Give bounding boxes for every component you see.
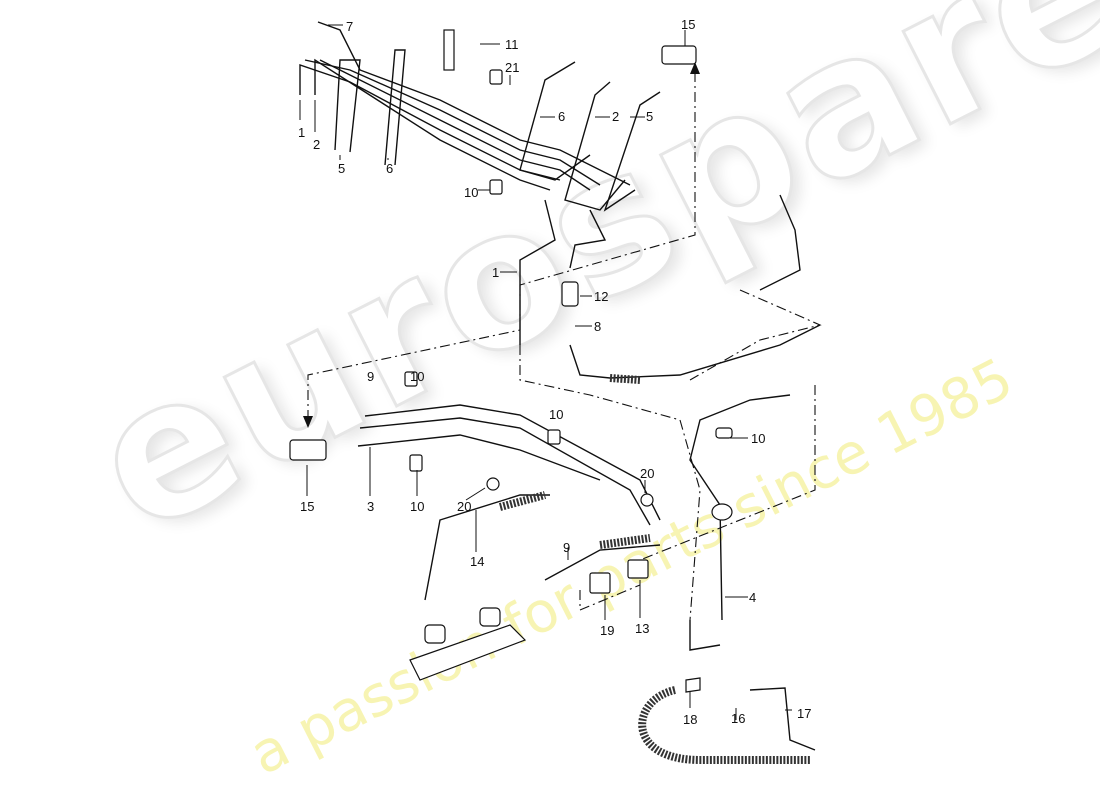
- callout-4[interactable]: 4: [749, 590, 757, 605]
- grommet-4: [711, 503, 733, 521]
- distributor-15-top: [661, 45, 697, 65]
- callout-17[interactable]: 17: [797, 706, 812, 721]
- callout-20[interactable]: 20: [457, 499, 472, 514]
- pipe-loops-right: [519, 61, 661, 345]
- callout-15[interactable]: 15: [300, 499, 315, 514]
- callout-6[interactable]: 6: [558, 109, 566, 124]
- callout-8[interactable]: 8: [594, 319, 602, 334]
- clip-10b: [404, 371, 418, 387]
- callout-18[interactable]: 18: [683, 712, 698, 727]
- parts: [289, 29, 816, 751]
- callout-1[interactable]: 1: [298, 125, 306, 140]
- bracket-11: [443, 29, 455, 71]
- callout-10[interactable]: 10: [464, 185, 479, 200]
- pipe-bundle-middle: [357, 194, 821, 651]
- bracket-19: [589, 572, 611, 594]
- callout-10[interactable]: 10: [410, 369, 425, 384]
- callout-3[interactable]: 3: [367, 499, 375, 514]
- callout-14[interactable]: 14: [470, 554, 485, 569]
- clip-10e: [409, 454, 423, 472]
- callout-7[interactable]: 7: [346, 19, 354, 34]
- callout-16[interactable]: 16: [731, 711, 746, 726]
- grommet-20a: [486, 477, 500, 491]
- clip-18: [685, 677, 701, 693]
- callout-9[interactable]: 9: [563, 540, 571, 555]
- arrows: [303, 62, 700, 428]
- clip-10a: [489, 179, 503, 195]
- master-cylinder-port-2: [479, 607, 501, 627]
- callout-10[interactable]: 10: [751, 431, 766, 446]
- callout-10[interactable]: 10: [549, 407, 564, 422]
- callout-10[interactable]: 10: [410, 499, 425, 514]
- callout-2[interactable]: 2: [313, 137, 321, 152]
- clip-21: [489, 69, 503, 85]
- callout-6[interactable]: 6: [386, 161, 394, 176]
- callout-5[interactable]: 5: [646, 109, 654, 124]
- callout-9[interactable]: 9: [367, 369, 375, 384]
- callout-2[interactable]: 2: [612, 109, 620, 124]
- distributor-15-bottom: [289, 439, 327, 461]
- callout-12[interactable]: 12: [594, 289, 609, 304]
- callout-15[interactable]: 15: [681, 17, 696, 32]
- leader-lines: [299, 24, 792, 720]
- pipe-17: [749, 687, 816, 751]
- hoses: [498, 374, 810, 764]
- master-cylinder: [409, 624, 527, 681]
- pipe-bundle-top: [299, 21, 631, 191]
- master-cylinder-port-1: [424, 624, 446, 644]
- callout-21[interactable]: 21: [505, 60, 520, 75]
- bracket-13: [627, 559, 649, 579]
- grommet-20b: [640, 493, 654, 507]
- callout-20[interactable]: 20: [640, 466, 655, 481]
- reference-lines: [307, 72, 822, 621]
- clip-10c: [547, 429, 561, 445]
- callout-11[interactable]: 11: [505, 37, 519, 52]
- clip-10d: [715, 427, 733, 439]
- callout-19[interactable]: 19: [600, 623, 615, 638]
- callout-5[interactable]: 5: [338, 161, 346, 176]
- callout-13[interactable]: 13: [635, 621, 650, 636]
- callout-1[interactable]: 1: [492, 265, 500, 280]
- fitting-12: [561, 281, 579, 307]
